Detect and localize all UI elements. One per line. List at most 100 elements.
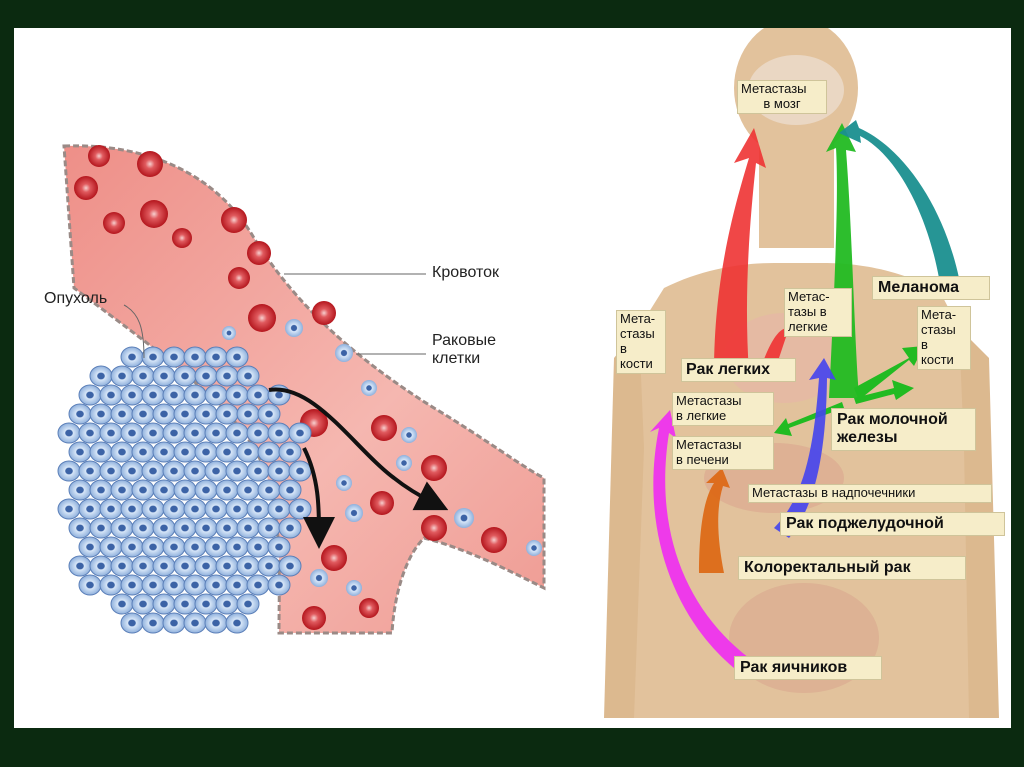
tumor-cell xyxy=(131,403,155,425)
tumor-cell xyxy=(215,365,239,387)
tumor-cell xyxy=(141,460,165,482)
tumor-cell xyxy=(162,422,186,444)
tumor-cell xyxy=(99,498,123,520)
tumor-cell xyxy=(152,403,176,425)
cancer-cells-label-line2: клетки xyxy=(432,350,481,368)
cancer-cells-label-line1: Раковые xyxy=(432,332,497,349)
tumor-cell xyxy=(236,441,260,463)
tumor-cell xyxy=(204,498,228,520)
breast-cancer-line2: железы xyxy=(837,429,898,447)
brain-met-line1: Метастазы xyxy=(741,81,807,96)
tumor-cell xyxy=(246,498,270,520)
tumor-cell xyxy=(57,422,81,444)
tumor-cell xyxy=(141,498,165,520)
lung-cancer-label: Рак легких xyxy=(681,358,796,383)
tumor-cell xyxy=(68,555,92,577)
tumor-cell xyxy=(215,441,239,463)
tumor-cell xyxy=(183,422,207,444)
tumor-cell xyxy=(225,536,249,558)
tumor-cell xyxy=(57,460,81,482)
tumor-cell xyxy=(152,555,176,577)
breast-cancer-line1: Рак молочной xyxy=(837,411,948,428)
tumor-cell xyxy=(68,479,92,501)
circulating-cancer-cells xyxy=(222,319,542,596)
migration-arrow xyxy=(268,387,449,511)
lung-met-center-line2: тазы в xyxy=(788,303,827,319)
tumor-cell xyxy=(225,422,249,444)
figure-frame: Опухоль Кровоток Раковые клетки Метастаз… xyxy=(14,28,1011,728)
bone-met-left-line1: Мета- xyxy=(620,311,656,326)
tumor-cell xyxy=(288,422,312,444)
tumor-cell xyxy=(183,574,207,596)
tumor-cell xyxy=(257,403,281,425)
tumor-cell xyxy=(173,517,197,539)
adrenal-metastasis-label: Метастазы в надпочечники xyxy=(748,484,992,503)
tumor-leader xyxy=(123,304,145,359)
bone-met-left-line4: кости xyxy=(620,355,653,371)
liver-metastasis-label: Метастазы в печени xyxy=(672,436,774,470)
tumor-mass xyxy=(57,346,312,634)
tumor-cell xyxy=(225,460,249,482)
tumor-cell xyxy=(236,517,260,539)
tumor-cell xyxy=(78,384,102,406)
tumor-cell xyxy=(257,479,281,501)
tumor-cell xyxy=(215,555,239,577)
tumor-cell xyxy=(194,403,218,425)
tumor-cell xyxy=(162,574,186,596)
tumor-cell xyxy=(120,384,144,406)
tumor-cell xyxy=(183,536,207,558)
tumor-cell xyxy=(89,517,113,539)
tumor-cell xyxy=(162,536,186,558)
tumor-cell xyxy=(204,574,228,596)
tumor-cell xyxy=(78,460,102,482)
lung-met-center-line3: легкие xyxy=(788,318,828,334)
tumor-cell xyxy=(141,574,165,596)
tumor-cell xyxy=(246,384,270,406)
tumor-cell xyxy=(110,517,134,539)
tumor-cell xyxy=(68,441,92,463)
tumor-cell xyxy=(194,365,218,387)
tumor-cell xyxy=(183,384,207,406)
tumor-cell xyxy=(236,479,260,501)
bone-metastasis-left-label: Мета- стазы в кости xyxy=(616,310,666,374)
tumor-cell xyxy=(162,346,186,368)
bone-met-right-line1: Мета- xyxy=(921,307,957,322)
tumor-cell xyxy=(110,365,134,387)
cancer-cells-label: Раковые клетки xyxy=(432,332,496,369)
lung-metastasis-left-label: Метастазы в легкие xyxy=(672,392,774,426)
lung-met-left-line1: Метастазы xyxy=(676,393,742,408)
tumor-cell xyxy=(120,422,144,444)
tumor-cell xyxy=(267,574,291,596)
tumor-cell xyxy=(152,517,176,539)
red-blood-cells xyxy=(74,145,507,630)
tumor-cell xyxy=(110,479,134,501)
tumor-cell xyxy=(162,384,186,406)
tumor-cell xyxy=(141,384,165,406)
tumor-cell xyxy=(152,479,176,501)
tumor-cell xyxy=(204,536,228,558)
tumor-cell xyxy=(141,536,165,558)
lung-met-left-line2: в легкие xyxy=(676,407,727,423)
ovarian-cancer-label: Рак яичников xyxy=(734,656,882,681)
tumor-cell xyxy=(257,517,281,539)
tumor-cell xyxy=(173,479,197,501)
liver-met-line2: в печени xyxy=(676,451,729,467)
melanoma-label: Меланома xyxy=(872,276,990,301)
tumor-cell xyxy=(89,479,113,501)
tumor-cell xyxy=(99,536,123,558)
tumor-cell xyxy=(173,365,197,387)
tumor-cell xyxy=(89,403,113,425)
tumor-cell xyxy=(78,422,102,444)
tumor-cell xyxy=(173,555,197,577)
brain-met-line2: в мозг xyxy=(763,95,801,111)
tumor-cell xyxy=(131,441,155,463)
tumor-cell xyxy=(204,346,228,368)
breast-cancer-label: Рак молочной железы xyxy=(831,408,976,451)
tumor-cell xyxy=(141,422,165,444)
tumor-cell xyxy=(267,498,291,520)
tumor-cell xyxy=(68,403,92,425)
tumor-cell xyxy=(225,498,249,520)
bloodstream-label: Кровоток xyxy=(432,264,500,281)
lung-met-center-line1: Метас- xyxy=(788,289,830,304)
tumor-cell xyxy=(194,555,218,577)
